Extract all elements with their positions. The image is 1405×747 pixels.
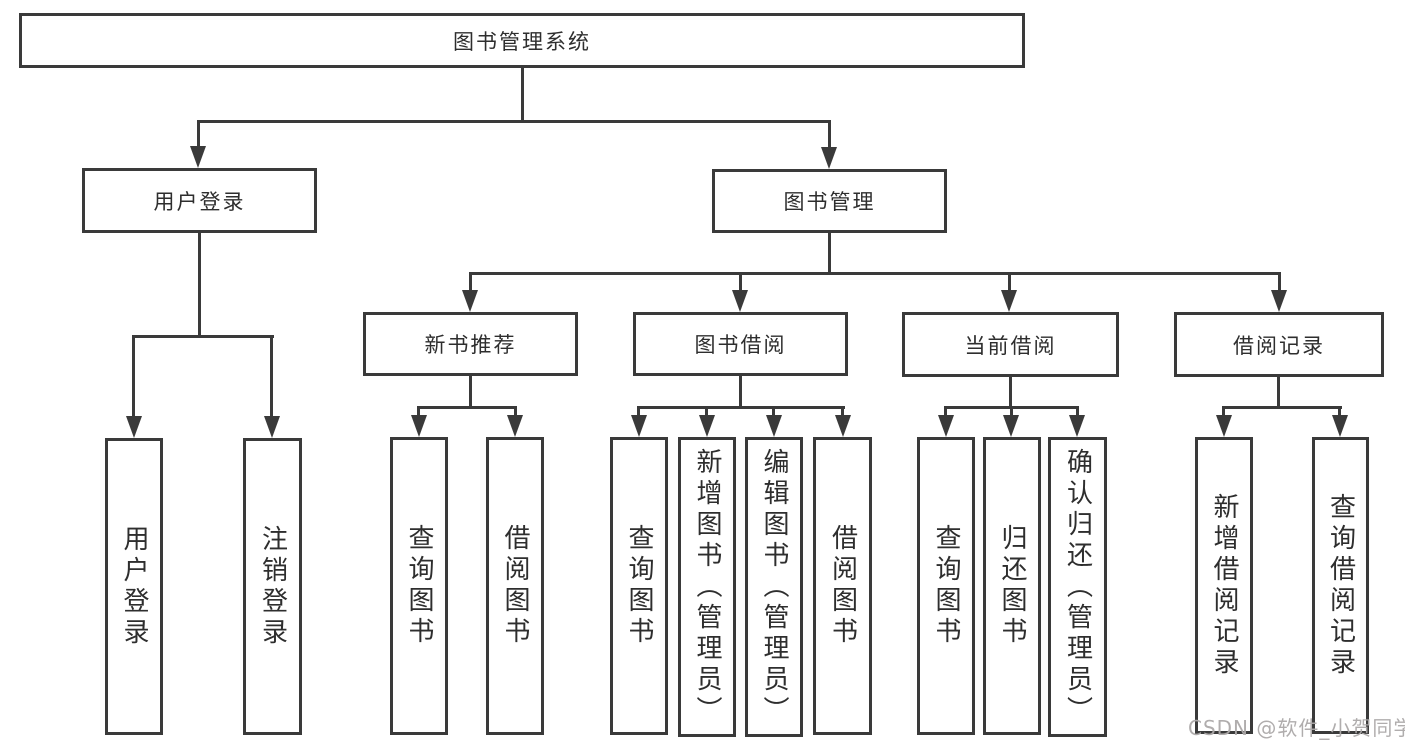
leaf-query-books-recommend: 查询图书 (390, 437, 448, 735)
arrow-down-icon (732, 290, 748, 312)
arrow-down-icon (1216, 415, 1232, 437)
arrow-down-icon (190, 146, 206, 168)
arrow-down-icon (507, 415, 523, 437)
leaf-borrow-books-borrowing: 借阅图书 (813, 437, 872, 735)
connector-line (514, 406, 517, 419)
leaf-add-borrow-record: 新增借阅记录 (1195, 437, 1253, 734)
connector-line (828, 231, 831, 274)
node-user-login: 用户登录 (82, 168, 317, 233)
node-book-borrowing: 图书借阅 (633, 312, 848, 376)
connector-line (521, 66, 524, 122)
node-library-management-system: 图书管理系统 (19, 13, 1025, 68)
connector-line (637, 406, 845, 409)
connector-line (1222, 406, 1225, 419)
arrow-down-icon (462, 290, 478, 312)
arrow-down-icon (126, 416, 142, 438)
leaf-user-login: 用户登录 (105, 438, 163, 735)
connector-line (1009, 374, 1012, 408)
arrow-down-icon (1001, 290, 1017, 312)
connector-line (841, 406, 844, 419)
arrow-down-icon (1271, 290, 1287, 312)
node-borrowing-records: 借阅记录 (1174, 312, 1384, 377)
connector-line (417, 406, 517, 409)
connector-line (944, 406, 947, 419)
connector-line (1010, 406, 1013, 419)
connector-line (1278, 272, 1281, 294)
connector-line (270, 335, 273, 418)
connector-line (197, 120, 200, 148)
connector-line (198, 231, 201, 337)
connector-line (132, 335, 135, 418)
leaf-edit-book-admin: 编辑图书（管理员） (745, 437, 803, 737)
arrow-down-icon (1332, 415, 1348, 437)
leaf-query-borrow-record: 查询借阅记录 (1312, 437, 1369, 734)
connector-line (469, 272, 1281, 275)
connector-line (469, 374, 472, 408)
connector-line (828, 120, 831, 149)
arrow-down-icon (631, 415, 647, 437)
connector-line (1338, 406, 1341, 419)
connector-line (705, 406, 708, 419)
arrow-down-icon (938, 415, 954, 437)
node-book-management: 图书管理 (712, 169, 947, 233)
connector-line (1008, 272, 1011, 294)
connector-line (417, 406, 420, 419)
connector-line (1277, 374, 1280, 408)
arrow-down-icon (835, 415, 851, 437)
leaf-query-books-current: 查询图书 (917, 437, 975, 735)
connector-line (469, 272, 472, 294)
node-new-book-recommendation: 新书推荐 (363, 312, 578, 376)
arrow-down-icon (1003, 415, 1019, 437)
csdn-watermark: CSDN @软件_小贺同学 (1188, 716, 1405, 740)
arrow-down-icon (264, 416, 280, 438)
node-current-borrowing: 当前借阅 (902, 312, 1119, 377)
connector-line (739, 374, 742, 408)
arrow-down-icon (411, 415, 427, 437)
connector-line (739, 272, 742, 294)
arrow-down-icon (1069, 415, 1085, 437)
leaf-add-book-admin: 新增图书（管理员） (678, 437, 736, 737)
leaf-confirm-return-admin: 确认归还（管理员） (1048, 437, 1107, 737)
leaf-return-book: 归还图书 (983, 437, 1041, 735)
leaf-logout: 注销登录 (243, 438, 302, 735)
connector-line (1222, 406, 1342, 409)
arrow-down-icon (699, 415, 715, 437)
connector-line (197, 120, 831, 123)
leaf-query-books-borrowing: 查询图书 (610, 437, 668, 735)
connector-line (637, 406, 640, 419)
arrow-down-icon (766, 415, 782, 437)
connector-line (133, 335, 274, 338)
connector-line (1076, 406, 1079, 419)
arrow-down-icon (821, 147, 837, 169)
connector-line (772, 406, 775, 419)
leaf-borrow-books-recommend: 借阅图书 (486, 437, 544, 735)
